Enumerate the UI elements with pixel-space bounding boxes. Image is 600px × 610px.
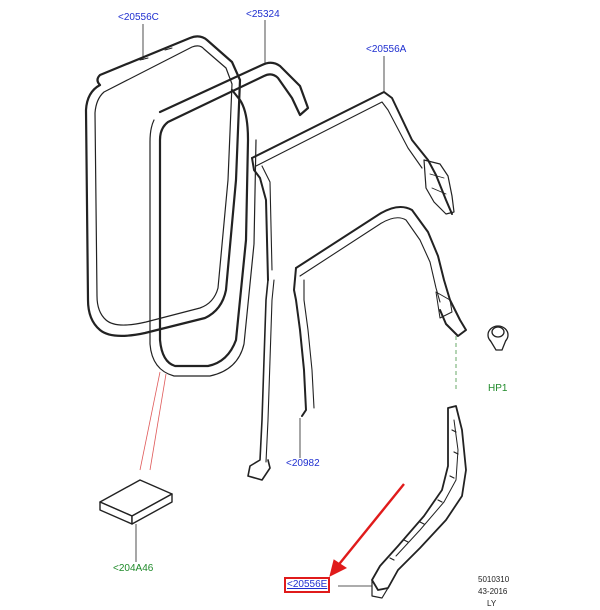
glass-run-channel [247,91,455,481]
callout-clip[interactable]: HP1 [488,383,508,394]
callout-belt-seal[interactable]: <20982 [286,458,320,469]
reference-date: 43-2016 [478,587,508,596]
body-door-seal [149,61,310,377]
highlight-arrow [329,483,405,577]
callout-adhesive-pack[interactable]: <204A46 [113,563,154,574]
reference-model: LY [487,599,497,608]
outer-door-seal [84,35,242,337]
callout-lower-seal[interactable]: <20556E [284,577,331,593]
belt-seal [293,205,467,417]
callout-body-seal[interactable]: <25324 [246,9,280,20]
callout-leaders [135,20,385,587]
reference-code: 5010310 [478,575,510,584]
adhesive-leader-lines [139,371,167,471]
adhesive-pack [99,479,173,525]
lower-seal [371,405,467,599]
callout-glass-run[interactable]: <20556A [366,44,407,55]
clip-hp1 [487,325,509,351]
callout-outer-seal[interactable]: <20556C [118,12,159,23]
